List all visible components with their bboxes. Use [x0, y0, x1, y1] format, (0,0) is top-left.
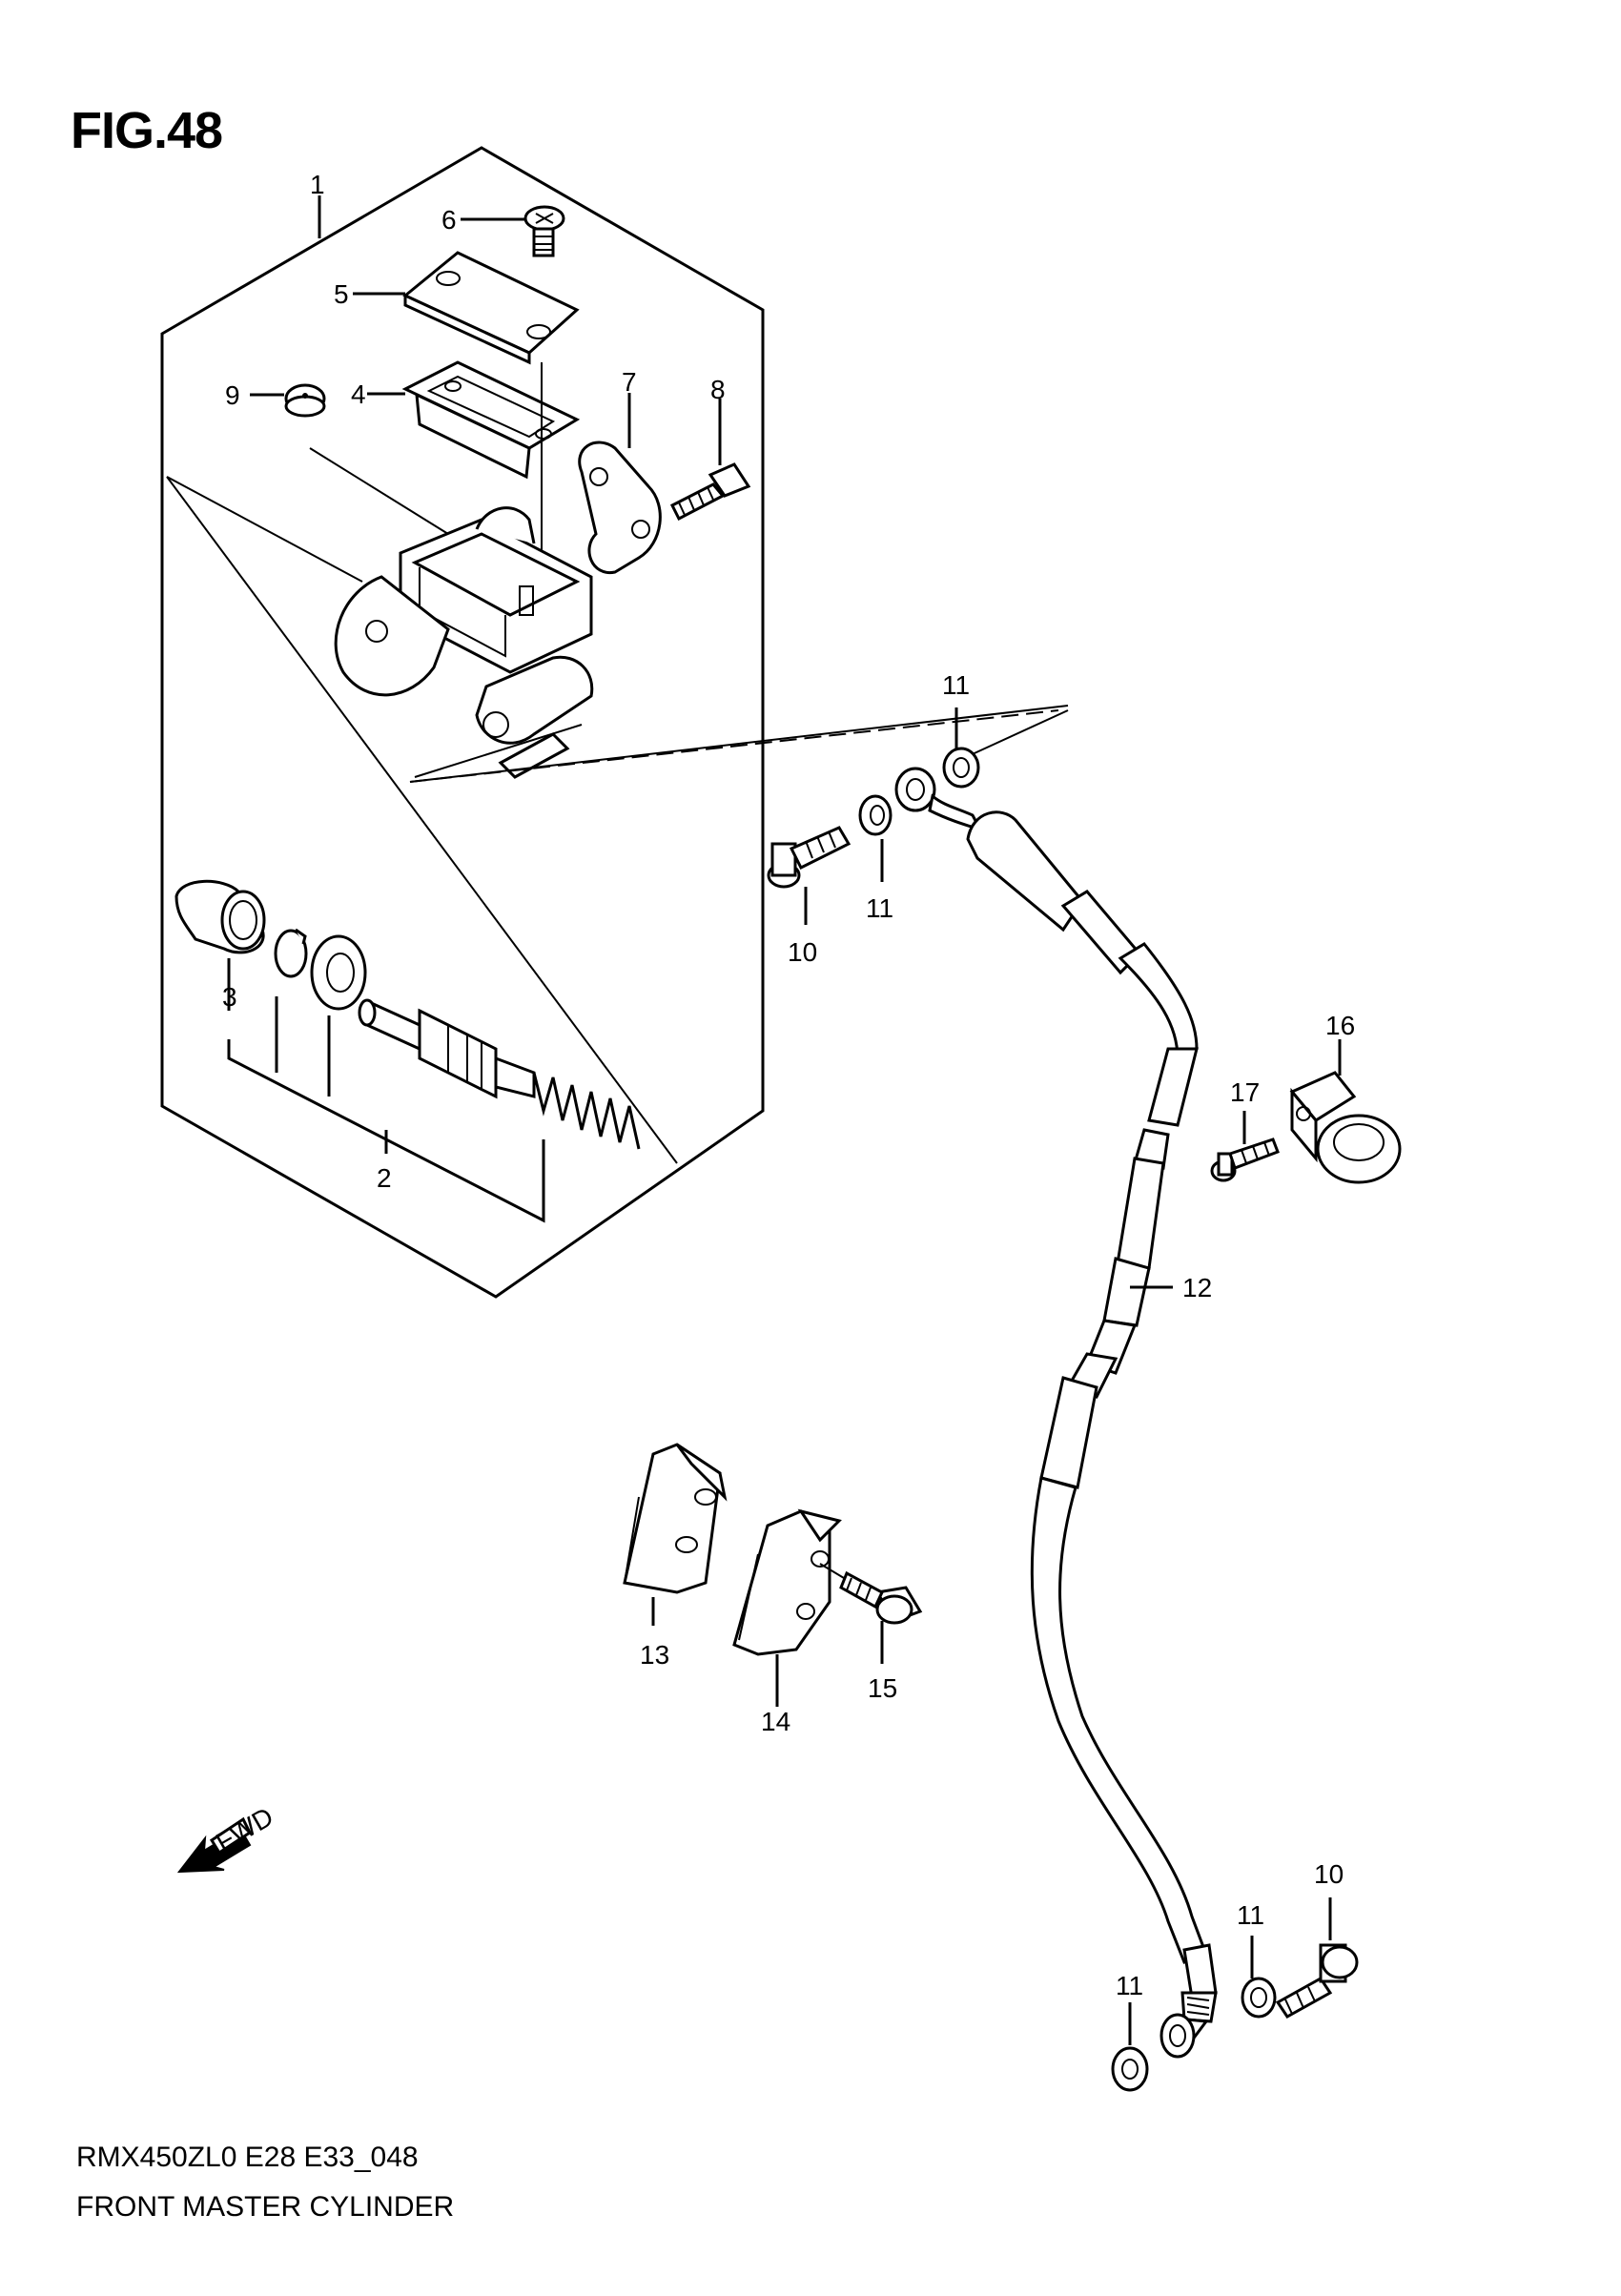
callout-14: 14	[761, 1707, 790, 1736]
alignment-triangle-2	[166, 476, 678, 1164]
washer-11-bottom-b	[1241, 1977, 1277, 2019]
callout-4: 4	[351, 379, 366, 409]
part-3-boot	[174, 879, 266, 954]
washer	[310, 934, 367, 1011]
washer-11-top-b	[942, 747, 980, 789]
part-7-holder	[578, 441, 662, 574]
alignment-line-15	[819, 1563, 845, 1579]
callout-8: 8	[710, 375, 726, 404]
caption-model-code: RMX450ZL0 E28 E33_048	[76, 2142, 419, 2173]
piston-spring	[532, 1072, 641, 1150]
part-6-screw	[523, 205, 565, 257]
callout-16: 16	[1325, 1011, 1355, 1040]
callout-15: 15	[868, 1673, 897, 1703]
alignment-triangle-5	[409, 709, 1059, 783]
part-13-hose-guide	[623, 1443, 728, 1594]
banjo-fitting-bottom	[1159, 2013, 1196, 2059]
callout-10a: 10	[788, 937, 817, 967]
callout-2: 2	[377, 1163, 392, 1193]
part-8-bolt	[669, 462, 751, 522]
washer-11-top-a	[858, 794, 893, 836]
callout-13: 13	[640, 1640, 669, 1670]
callout-17: 17	[1230, 1077, 1260, 1107]
caption-part-name: FRONT MASTER CYLINDER	[76, 2191, 455, 2223]
callout-5: 5	[334, 279, 349, 309]
callout-7: 7	[622, 367, 637, 397]
washer-11-bottom-a	[1111, 2046, 1149, 2092]
alignment-triangle-3	[414, 724, 583, 778]
circlip	[274, 928, 308, 978]
callout-3: 3	[222, 982, 237, 1012]
part-9-grommet	[284, 383, 326, 418]
callout-9: 9	[225, 380, 240, 410]
alignment-triangle	[166, 476, 363, 583]
forward-direction-arrow: FWD	[176, 1801, 278, 1874]
part-16-clamp	[1289, 1071, 1402, 1184]
callout-10b: 10	[1314, 1859, 1344, 1889]
callout-6: 6	[441, 205, 457, 235]
callout-11d: 11	[1116, 1971, 1143, 2000]
part-5-reservoir-cap	[402, 251, 580, 365]
part-4-diaphragm	[401, 360, 581, 480]
master-cylinder-body	[334, 506, 594, 779]
callout-12: 12	[1182, 1273, 1212, 1302]
callout-11a: 11	[942, 670, 970, 700]
part-12-brake-hose	[966, 810, 1218, 2042]
alignment-line-9	[309, 447, 449, 535]
part-17-bolt	[1210, 1138, 1280, 1182]
assembly-outline	[160, 146, 765, 1299]
callout-11c: 11	[1237, 1900, 1264, 1930]
banjo-bolt-top	[767, 826, 852, 889]
figure-title: FIG.48	[71, 102, 223, 159]
callout-1: 1	[310, 170, 325, 199]
part-14-hose-guide	[732, 1508, 842, 1656]
banjo-bolt-bottom	[1275, 1943, 1359, 2019]
callout-11b: 11	[866, 893, 893, 923]
piston-assembly	[358, 998, 536, 1099]
part-15-bolt	[839, 1570, 923, 1625]
